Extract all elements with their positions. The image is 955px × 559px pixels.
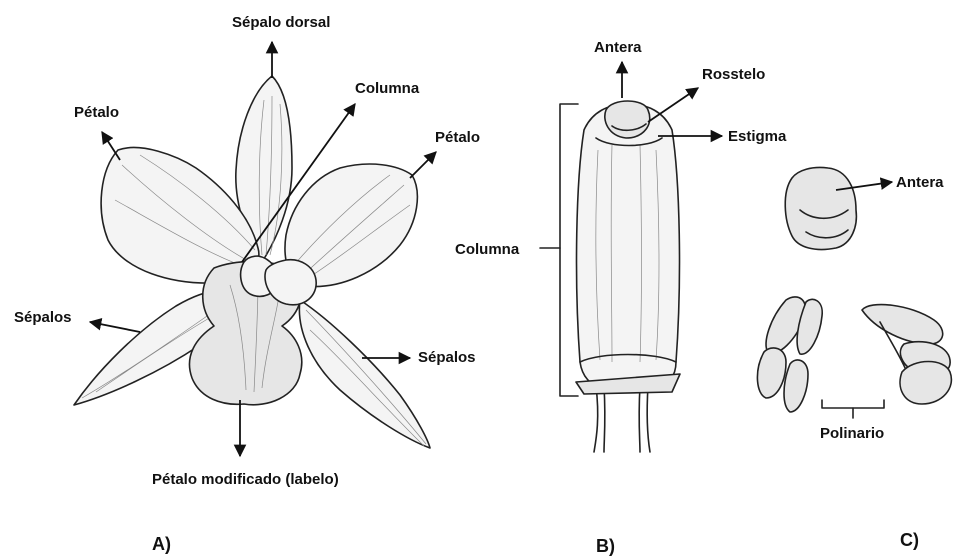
orchid-flower	[74, 76, 430, 448]
label-petalo-right: Pétalo	[435, 129, 480, 146]
label-columna-b: Columna	[455, 241, 520, 258]
label-estigma: Estigma	[728, 128, 787, 145]
panel-label-b: B)	[596, 536, 615, 556]
label-rosstelo: Rosstelo	[702, 66, 765, 83]
label-sepalo-dorsal: Sépalo dorsal	[232, 14, 330, 31]
column-b-drawing	[540, 101, 680, 452]
label-antera-c: Antera	[896, 174, 944, 191]
pollinarium-right	[862, 305, 951, 404]
label-columna-a: Columna	[355, 80, 420, 97]
label-antera-b: Antera	[594, 39, 642, 56]
label-polinario: Polinario	[820, 425, 884, 442]
pollinarium-left	[757, 297, 822, 412]
column-b-body	[577, 104, 680, 388]
label-petalo-left: Pétalo	[74, 104, 119, 121]
label-sepalos-left: Sépalos	[14, 309, 72, 326]
label-petalo-modificado: Pétalo modificado (labelo)	[152, 471, 339, 488]
panel-label-c: C)	[900, 530, 919, 550]
right-lateral-sepal	[299, 300, 430, 448]
panel-label-a: A)	[152, 534, 171, 554]
column-b-anther	[605, 101, 650, 138]
label-sepalos-right: Sépalos	[418, 349, 476, 366]
anther-c-drawing	[785, 167, 856, 249]
